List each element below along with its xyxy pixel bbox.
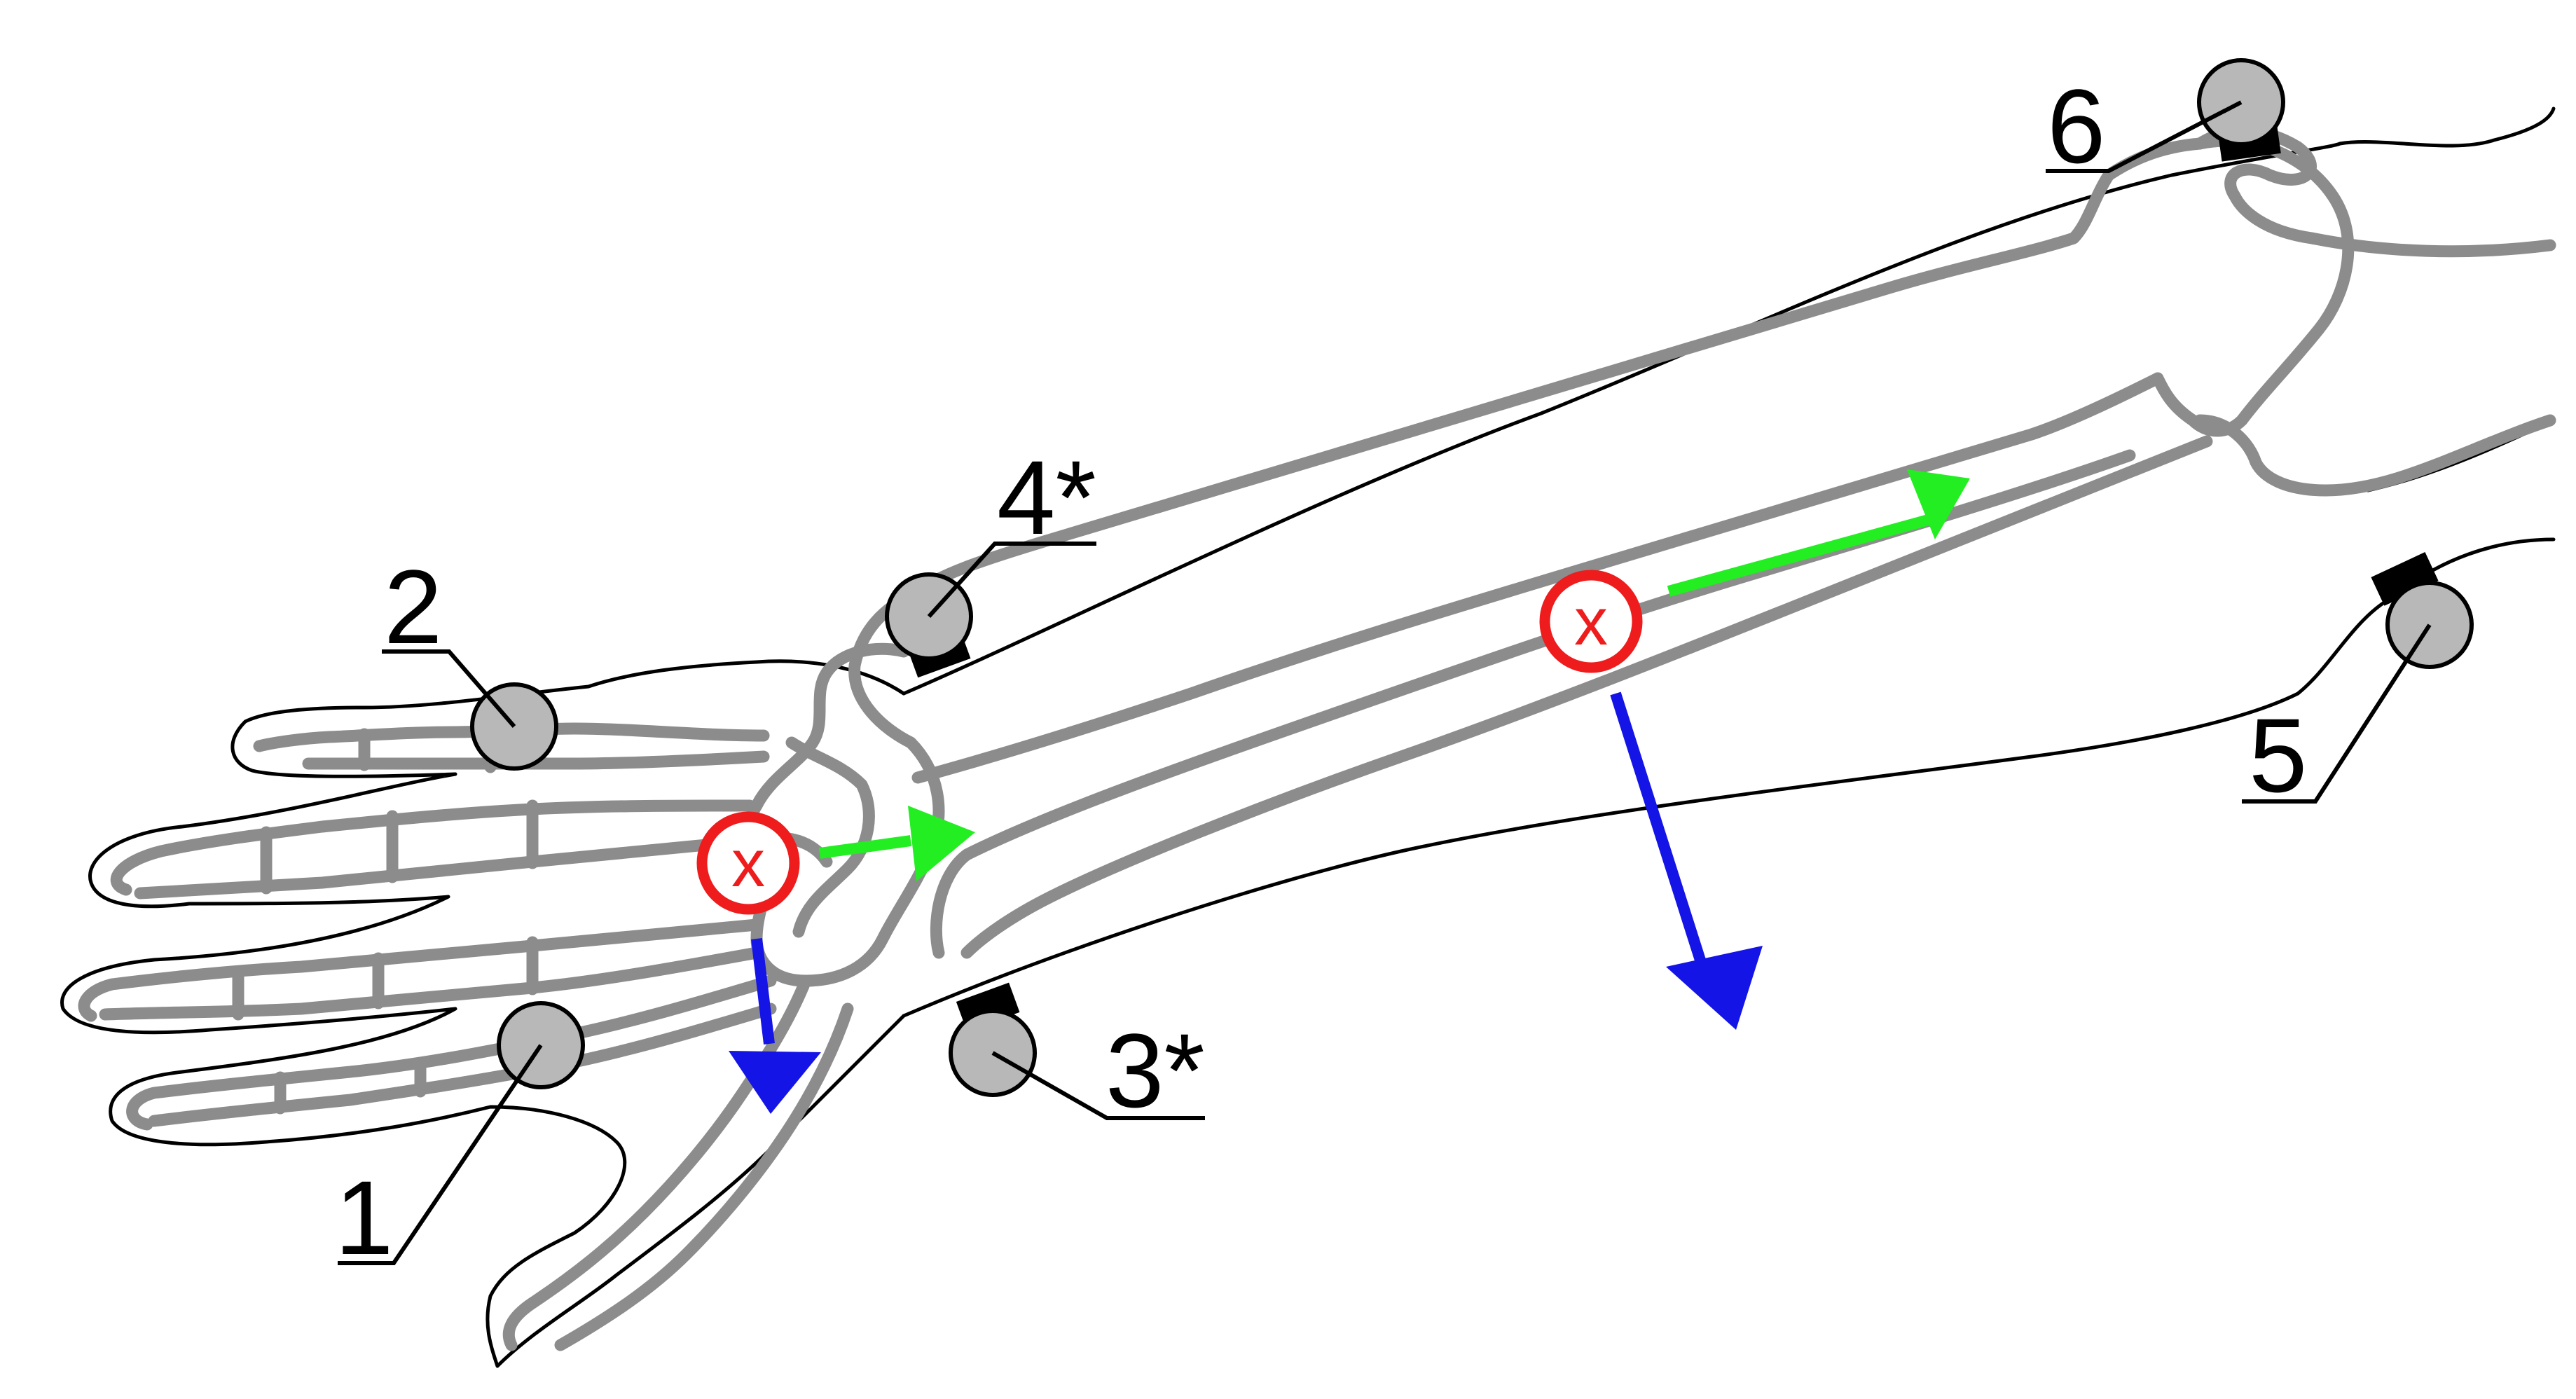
humerus [2193,125,2556,258]
arrows [729,469,1970,1114]
bones [78,125,2556,1351]
wrist-perp-arrow-shaft [751,938,775,1045]
humerus-condyle [2151,135,2355,437]
wrist-axial-arrow-shaft [818,835,912,859]
electrode-label-3: 3* [1106,1012,1205,1129]
humerus-lower [2193,414,2556,497]
leader-6 [2046,100,2243,173]
forearm-axial-arrow-shaft [1667,513,1936,597]
finger-little-lower [148,1002,777,1127]
finger-middle [110,799,756,896]
electrode-label-6: 6 [2047,67,2105,185]
electrode-label-4: 4* [997,439,1096,556]
electrode-4 [885,572,973,678]
thumb-lower [554,1002,854,1351]
electrode-5 [2371,552,2474,669]
wrist-perp-arrow-head [729,1051,821,1114]
marker-wrist-x: x [731,826,765,901]
leader-1 [338,1044,543,1265]
wrist-axial-arrow-head [908,806,975,881]
finger-middle-lower [134,834,756,900]
finger-ring-lower [99,946,763,1021]
leader-2 [382,649,516,728]
electrode-label-2: 2 [384,548,442,666]
finger-little [126,974,777,1131]
finger-ring [78,918,763,1022]
ulna-shaft [960,435,2213,959]
marker-forearm-x: x [1574,584,1608,659]
radius [911,372,2164,784]
leader-4 [927,542,1096,619]
forearm-perp-arrow-shaft [1610,691,1708,969]
leader-5 [2242,623,2432,804]
forearm-upper-edge [902,106,2556,696]
carpals [745,589,945,987]
marker-forearm: x [1539,570,1643,673]
marker-forearm-ring [1539,570,1643,673]
electrode-label-1: 1 [335,1159,393,1276]
forearm-axial-arrow-head [1907,469,1970,539]
electrode-3 [949,982,1037,1097]
leader-lines [338,100,2432,1265]
marker-wrist-ring [696,811,800,915]
ulna-proximal [904,137,2206,602]
electrode-label-5: 5 [2249,696,2307,814]
electrode-5-base [2371,552,2439,606]
hand-outline [60,659,906,1368]
forearm-perp-arrow-head [1666,946,1763,1030]
leader-3 [991,1051,1205,1120]
marker-wrist: x [696,811,800,915]
